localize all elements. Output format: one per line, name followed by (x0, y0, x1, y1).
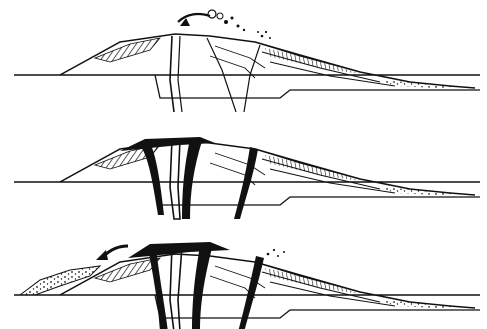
panel-bottom (14, 242, 480, 329)
conduit-right-dike (182, 139, 202, 219)
panel-middle (14, 137, 480, 219)
conduit-central (170, 36, 174, 112)
conduit-central (170, 139, 180, 219)
conduit-flank (234, 147, 258, 219)
conduit-flank (244, 45, 260, 112)
panel-top (14, 10, 480, 112)
summit-cap (128, 242, 230, 258)
flow-direction-arrow-icon (96, 246, 128, 260)
eruption-plume-icon (178, 10, 245, 31)
conduit-right-dike (192, 246, 212, 329)
conduit-central (170, 246, 182, 329)
flank-vent-spray-icon (267, 249, 285, 257)
lava-flow-left (20, 266, 100, 295)
flank-vent-spray-icon (257, 31, 271, 39)
